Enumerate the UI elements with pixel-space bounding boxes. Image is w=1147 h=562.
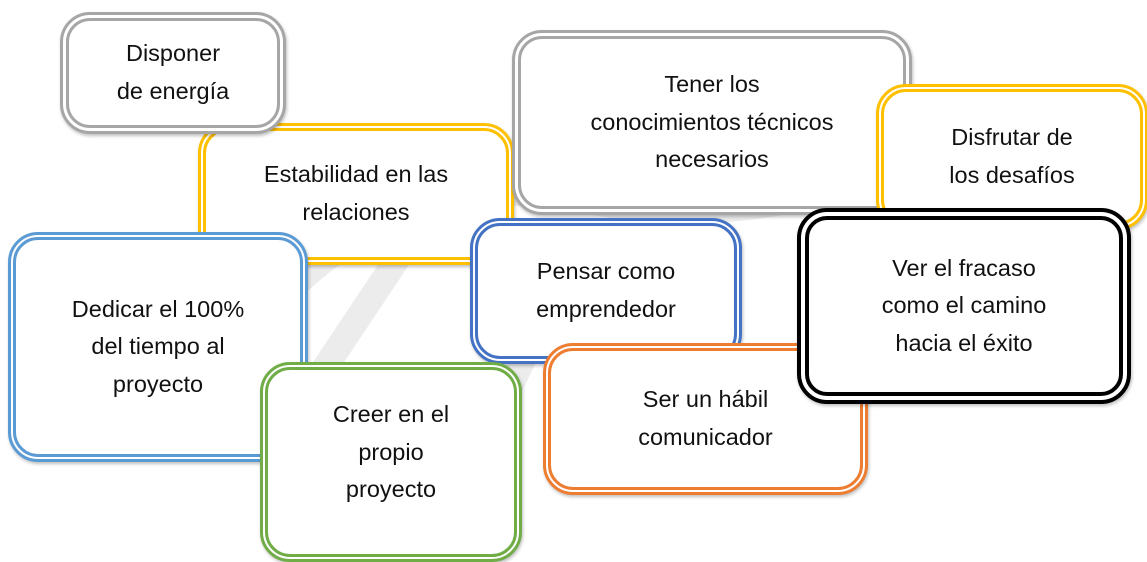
box-label: Estabilidad en las relaciones	[263, 161, 449, 225]
box-label: Ver el fracaso como el camino hacia el é…	[881, 254, 1047, 356]
box-ver-fracaso: Ver el fracaso como el camino hacia el é…	[797, 208, 1131, 404]
box-label: Creer en el propio proyecto	[332, 401, 450, 503]
box-estabilidad-relaciones: Estabilidad en las relaciones	[198, 123, 514, 265]
box-label: Pensar como emprendedor	[536, 258, 676, 322]
box-conocimientos-tecnicos: Tener los conocimientos técnicos necesar…	[512, 30, 912, 215]
box-label: Ser un hábil comunicador	[638, 386, 773, 450]
box-label: Disfrutar de los desafíos	[949, 124, 1075, 188]
box-label: Dedicar el 100% del tiempo al proyecto	[71, 295, 245, 397]
box-creer-proyecto: Creer en el propio proyecto	[260, 362, 522, 562]
box-dedicar-tiempo: Dedicar el 100% del tiempo al proyecto	[8, 232, 308, 462]
box-disponer-energia: Disponer de energía	[60, 12, 286, 134]
box-label: Tener los conocimientos técnicos necesar…	[590, 71, 834, 173]
box-label: Disponer de energía	[116, 40, 230, 104]
